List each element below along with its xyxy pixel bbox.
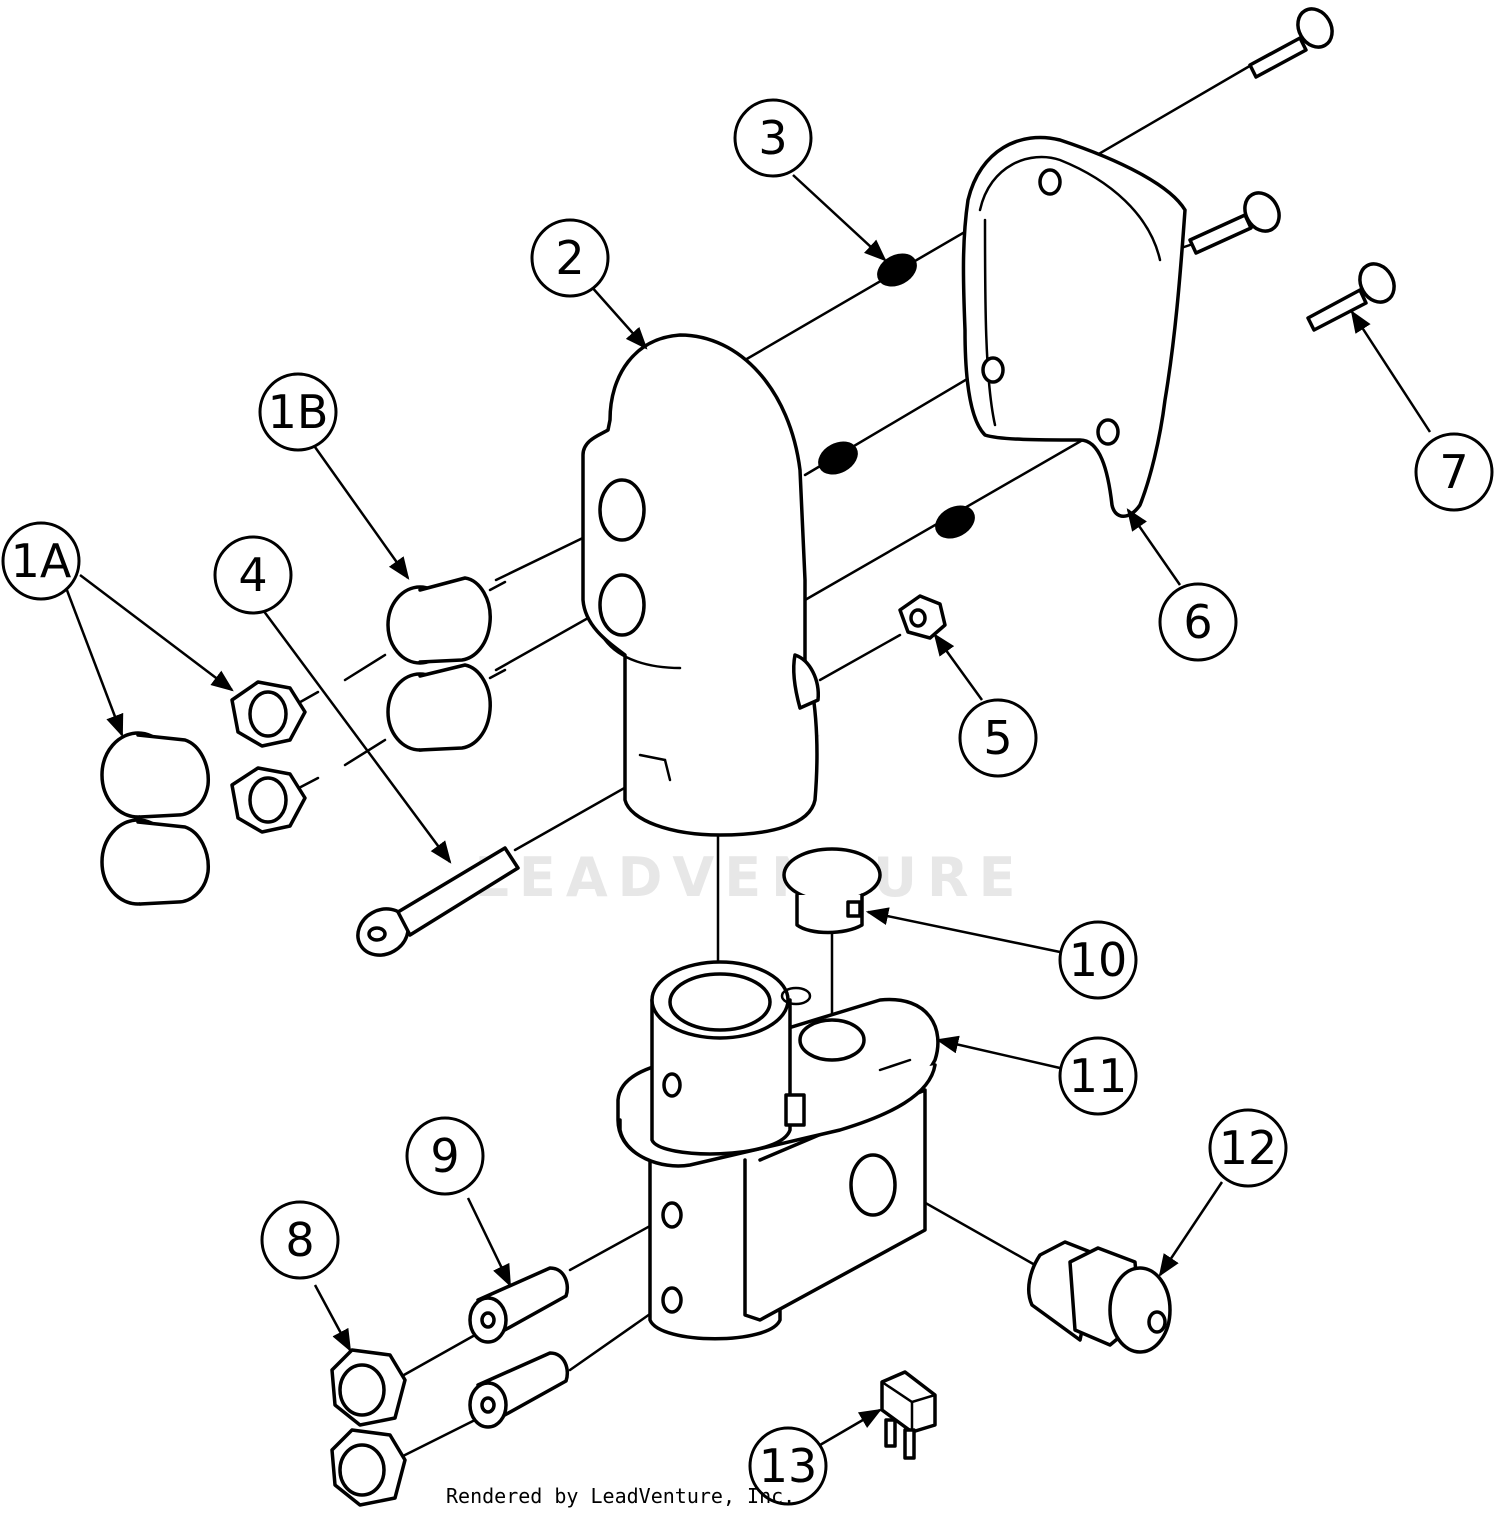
base-part-11[interactable]	[616, 960, 940, 1341]
callout-13[interactable]: 13	[748, 1426, 828, 1506]
callout-10[interactable]: 10	[1058, 920, 1138, 1000]
cover-part-6[interactable]	[961, 135, 1187, 518]
callout-6[interactable]: 6	[1158, 582, 1238, 662]
callout-9-label: 9	[430, 1129, 459, 1183]
callout-13-label: 13	[759, 1439, 818, 1493]
switch-part-1a[interactable]	[100, 680, 307, 906]
grommet-part-3[interactable]	[814, 248, 979, 544]
callout-9[interactable]: 9	[405, 1116, 485, 1196]
callout-10-label: 10	[1069, 933, 1128, 987]
callout-11[interactable]: 11	[1058, 1036, 1138, 1116]
callout-8[interactable]: 8	[260, 1200, 340, 1280]
callout-11-label: 11	[1069, 1049, 1128, 1103]
callout-5-label: 5	[983, 711, 1012, 765]
nut-part-8[interactable]	[330, 1348, 407, 1507]
housing-part-2[interactable]	[581, 333, 820, 837]
sensor-part-12[interactable]	[1027, 1240, 1172, 1354]
screw-part-7[interactable]	[1188, 3, 1401, 332]
callout-6-label: 6	[1183, 595, 1212, 649]
callout-1a-label: 1A	[11, 534, 72, 588]
nut-part-5[interactable]	[898, 594, 947, 640]
footer-credit: Rendered by LeadVenture, Inc.	[446, 1484, 796, 1508]
watermark-text: LEADVENTURE	[475, 846, 1026, 909]
callout-1a[interactable]: 1A	[1, 521, 81, 601]
fuse-part-13[interactable]	[880, 1370, 937, 1460]
callout-7-label: 7	[1439, 445, 1468, 499]
callout-7[interactable]: 7	[1414, 432, 1494, 512]
plug-part-10[interactable]	[782, 847, 882, 935]
switch-part-1b[interactable]	[386, 576, 507, 752]
callout-2[interactable]: 2	[530, 218, 610, 298]
spacer-part-9[interactable]	[468, 1266, 570, 1429]
callout-5[interactable]: 5	[958, 698, 1038, 778]
callout-3-label: 3	[758, 111, 787, 165]
callout-2-label: 2	[555, 231, 584, 285]
callout-12[interactable]: 12	[1208, 1108, 1288, 1188]
leader-lines	[63, 174, 1432, 1447]
callout-3[interactable]: 3	[733, 98, 813, 178]
callout-4[interactable]: 4	[213, 535, 293, 615]
bolt-part-4[interactable]	[349, 846, 520, 964]
callout-8-label: 8	[285, 1213, 314, 1267]
callout-4-label: 4	[238, 548, 267, 602]
callout-12-label: 12	[1219, 1121, 1278, 1175]
callout-1b-label: 1B	[268, 385, 329, 439]
callout-1b[interactable]: 1B	[258, 372, 338, 452]
